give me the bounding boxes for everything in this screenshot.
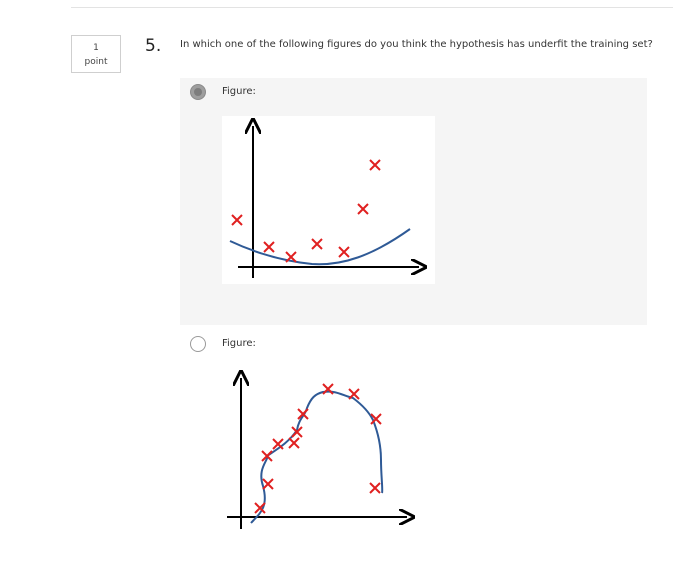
fit-curve bbox=[250, 390, 384, 524]
overfit-plot bbox=[227, 368, 415, 529]
underfit-plot bbox=[229, 116, 435, 278]
data-point bbox=[231, 214, 243, 226]
data-point bbox=[254, 502, 266, 514]
data-point bbox=[288, 437, 300, 449]
question-number: 5. bbox=[145, 36, 162, 56]
data-point bbox=[285, 251, 297, 263]
points-label: point bbox=[84, 57, 108, 67]
question-text: In which one of the following figures do… bbox=[180, 39, 653, 50]
training-points bbox=[254, 383, 382, 514]
data-point bbox=[338, 246, 350, 258]
data-point bbox=[297, 408, 309, 420]
option-1-figure[interactable] bbox=[222, 116, 435, 284]
option-2-label: Figure: bbox=[222, 338, 256, 349]
data-point bbox=[369, 482, 381, 494]
option-1-radio[interactable] bbox=[190, 84, 206, 100]
top-divider bbox=[71, 7, 673, 8]
data-point bbox=[370, 413, 382, 425]
option-1-label: Figure: bbox=[222, 86, 256, 97]
data-point bbox=[369, 159, 381, 171]
data-point bbox=[348, 388, 360, 400]
data-point bbox=[262, 478, 274, 490]
data-point bbox=[357, 203, 369, 215]
option-2-radio[interactable] bbox=[190, 336, 206, 352]
training-points bbox=[231, 159, 381, 263]
points-value: 1 bbox=[93, 43, 99, 53]
data-point bbox=[261, 450, 273, 462]
data-point bbox=[272, 438, 284, 450]
data-point bbox=[291, 426, 303, 438]
data-point bbox=[263, 241, 275, 253]
option-2-figure[interactable] bbox=[225, 368, 415, 531]
data-point bbox=[322, 383, 334, 395]
data-point bbox=[311, 238, 323, 250]
points-box: 1 point bbox=[71, 35, 121, 73]
fit-curve bbox=[229, 228, 411, 266]
